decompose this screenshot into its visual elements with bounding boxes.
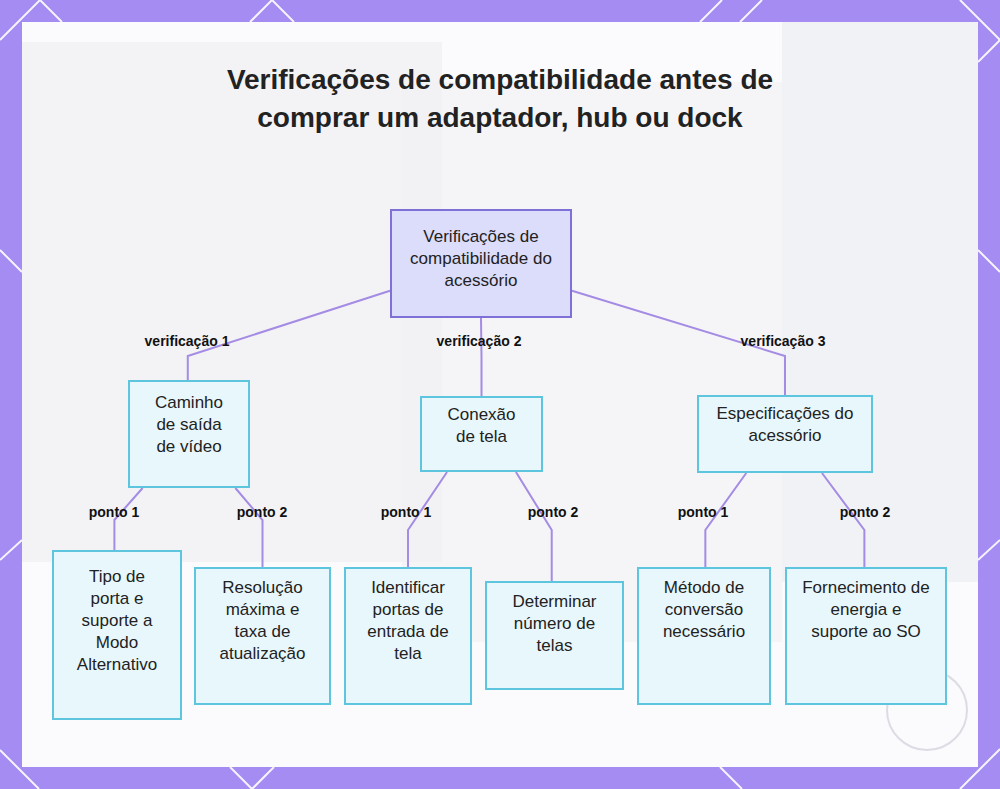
connector-line	[516, 472, 552, 581]
box-text: Verificações de compatibilidade do acess…	[400, 226, 562, 292]
diagram-title: Verificações de compatibilidade antes de…	[210, 61, 790, 137]
edge-label: ponto 2	[235, 504, 290, 520]
box-text: Método de conversão necessário	[653, 577, 755, 643]
edge-label: ponto 1	[379, 504, 434, 520]
box-text: Resolução máxima e taxa de atualização	[208, 577, 317, 665]
box-text: Tipo de porta e suporte a Modo Alternati…	[68, 566, 166, 676]
box-text: Identificar portas de entrada de tela	[360, 577, 456, 665]
connector-line	[480, 318, 483, 396]
check-box: Método de conversão necessário	[637, 567, 771, 705]
check-box: Resolução máxima e taxa de atualização	[194, 567, 331, 705]
edge-label: ponto 2	[526, 504, 581, 520]
edge-label: ponto 1	[87, 504, 142, 520]
edge-label: ponto 2	[838, 504, 893, 520]
check-box: Conexão de tela	[420, 396, 543, 472]
check-box: Tipo de porta e suporte a Modo Alternati…	[52, 550, 182, 720]
edge-label: verificação 3	[739, 333, 828, 349]
edge-label: verificação 2	[435, 333, 524, 349]
connector-line	[705, 473, 746, 567]
box-text: Caminho de saída de vídeo	[150, 392, 228, 458]
check-box: Fornecimento de energia e suporte ao SO	[785, 567, 947, 705]
check-box: Especificações do acessório	[697, 395, 873, 473]
box-text: Fornecimento de energia e suporte ao SO	[801, 577, 931, 643]
check-box: Caminho de saída de vídeo	[128, 380, 250, 488]
connector-line	[235, 488, 262, 567]
box-text: Especificações do acessório	[715, 403, 855, 447]
check-box: Determinar número de telas	[485, 581, 624, 690]
edge-label: ponto 1	[676, 504, 731, 520]
check-box: Identificar portas de entrada de tela	[344, 567, 472, 705]
root-box: Verificações de compatibilidade do acess…	[390, 209, 572, 318]
box-text: Determinar número de telas	[505, 591, 604, 657]
edge-label: verificação 1	[143, 333, 232, 349]
box-text: Conexão de tela	[438, 404, 525, 448]
connector-line	[822, 473, 864, 567]
